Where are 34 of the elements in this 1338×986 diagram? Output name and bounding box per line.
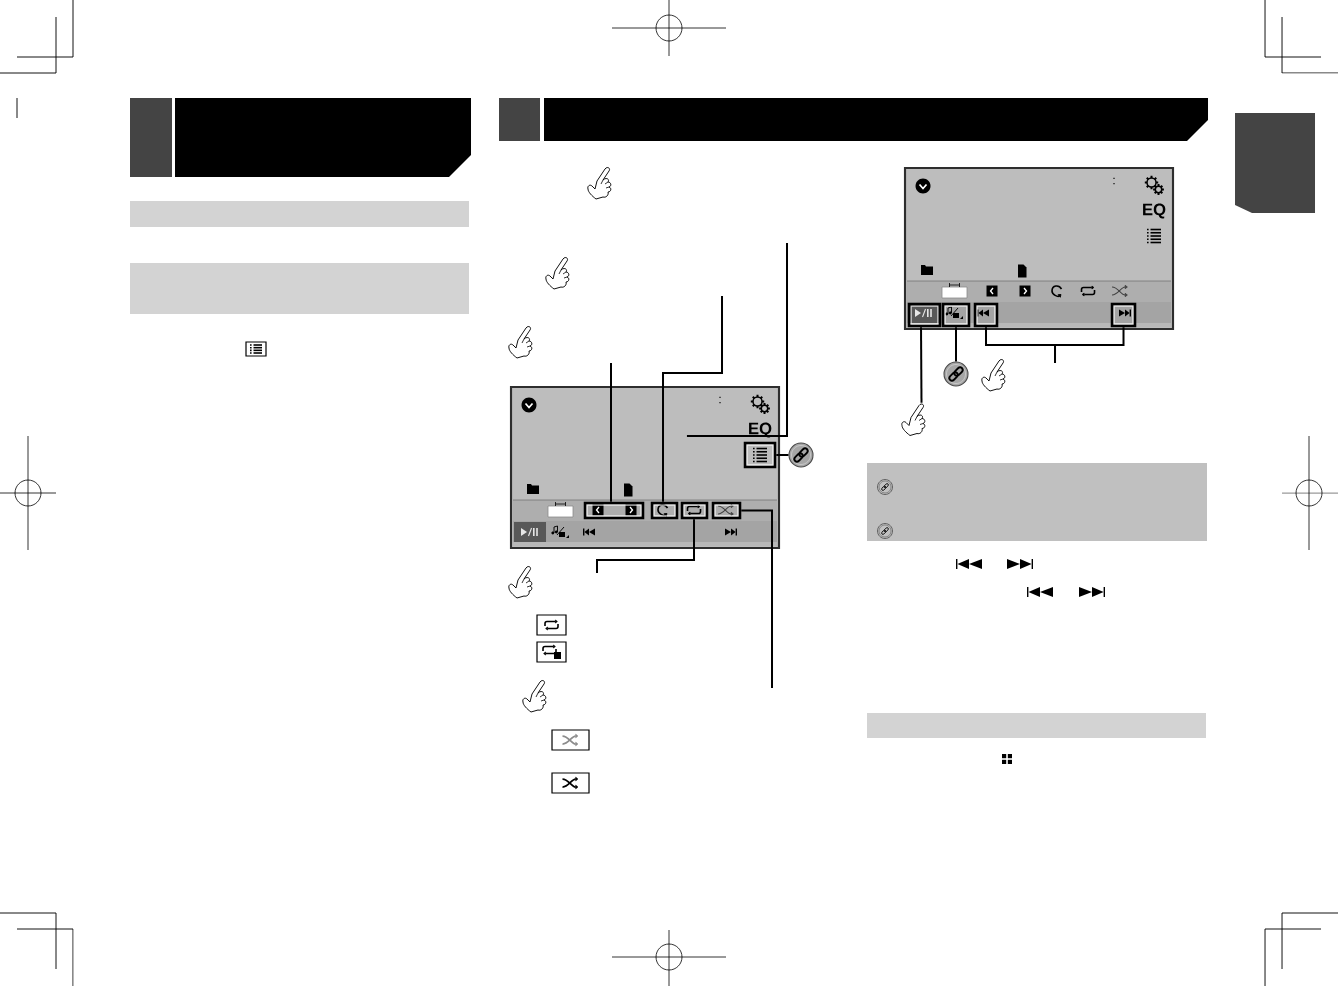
highlight-frame (907, 302, 942, 328)
chapter-tab (499, 98, 540, 141)
highlight-frame (583, 501, 645, 520)
section-band (867, 713, 1206, 738)
eq-label: EQ (1143, 203, 1166, 219)
leader-line (1054, 326, 1125, 364)
section-band (130, 263, 469, 314)
highlight-frame (650, 501, 679, 520)
hand-pointer-icon (901, 403, 926, 436)
side-tab (1235, 113, 1315, 213)
leader-line (610, 362, 612, 503)
highlight-frame (973, 302, 999, 328)
highlight-frame (680, 501, 709, 520)
highlight-frame (743, 441, 777, 469)
leader-line (685, 242, 788, 437)
highlight-frame (941, 302, 971, 328)
leader-line (596, 518, 695, 574)
eq-label: EQ (749, 422, 772, 438)
heading-banner (544, 98, 1208, 141)
highlight-frame (1110, 302, 1137, 328)
leader-line (955, 326, 957, 363)
highlight-frame (711, 501, 742, 520)
leader-line (662, 295, 723, 503)
heading-banner (175, 98, 471, 177)
note-panel (867, 463, 1207, 541)
chapter-tab (130, 98, 172, 177)
link-icon (788, 442, 814, 468)
section-band (130, 201, 469, 227)
time-colon: : (1113, 177, 1115, 185)
link-icon (943, 361, 969, 387)
leader-line (920, 326, 923, 404)
leader-line (740, 509, 773, 689)
time-colon: : (719, 396, 721, 404)
leader-line (775, 454, 790, 456)
